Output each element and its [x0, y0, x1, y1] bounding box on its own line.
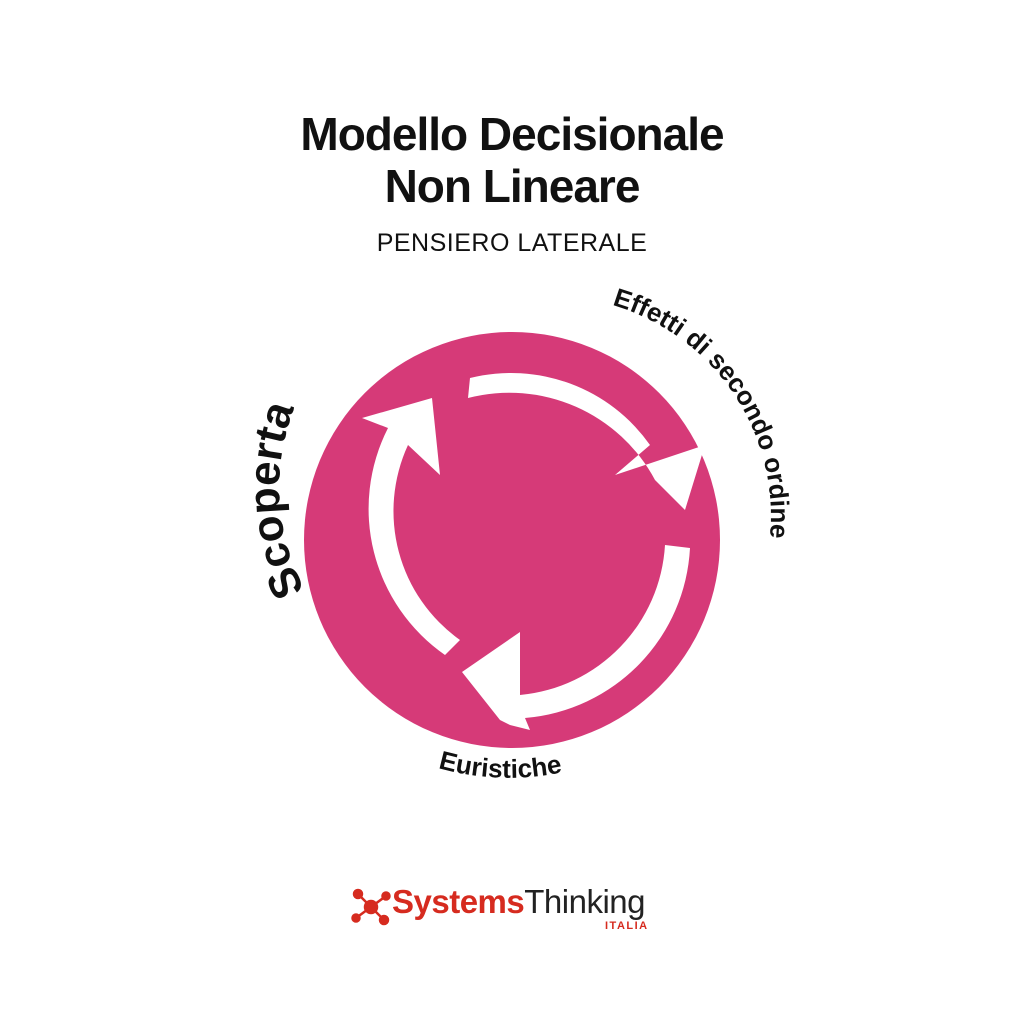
- logo-sub: ITALIA: [605, 920, 649, 932]
- arrow-top-right: [468, 372, 705, 510]
- logo-name-bold: Systems: [392, 883, 525, 920]
- title-line-1: Modello Decisionale: [300, 108, 724, 160]
- cycle-arrows: [362, 372, 705, 730]
- arrow-bottom: [462, 545, 690, 730]
- logo-wordmark: SystemsThinking: [392, 882, 645, 922]
- logo-name-light: Thinking: [524, 883, 645, 920]
- subtitle: PENSIERO LATERALE: [376, 229, 648, 257]
- arrow-left: [362, 398, 460, 655]
- molecule-network-icon: [351, 888, 391, 926]
- label-scoperta: Scoperta: [240, 395, 314, 607]
- header: Modello Decisionale Non Lineare PENSIERO…: [0, 108, 1024, 258]
- label-euristiche: Euristiche: [437, 745, 564, 784]
- label-scoperta-text: Scoperta: [240, 395, 314, 607]
- logo: SystemsThinking ITALIA: [350, 880, 680, 940]
- title-line-2: Non Lineare: [384, 160, 641, 212]
- label-euristiche-text: Euristiche: [437, 745, 564, 784]
